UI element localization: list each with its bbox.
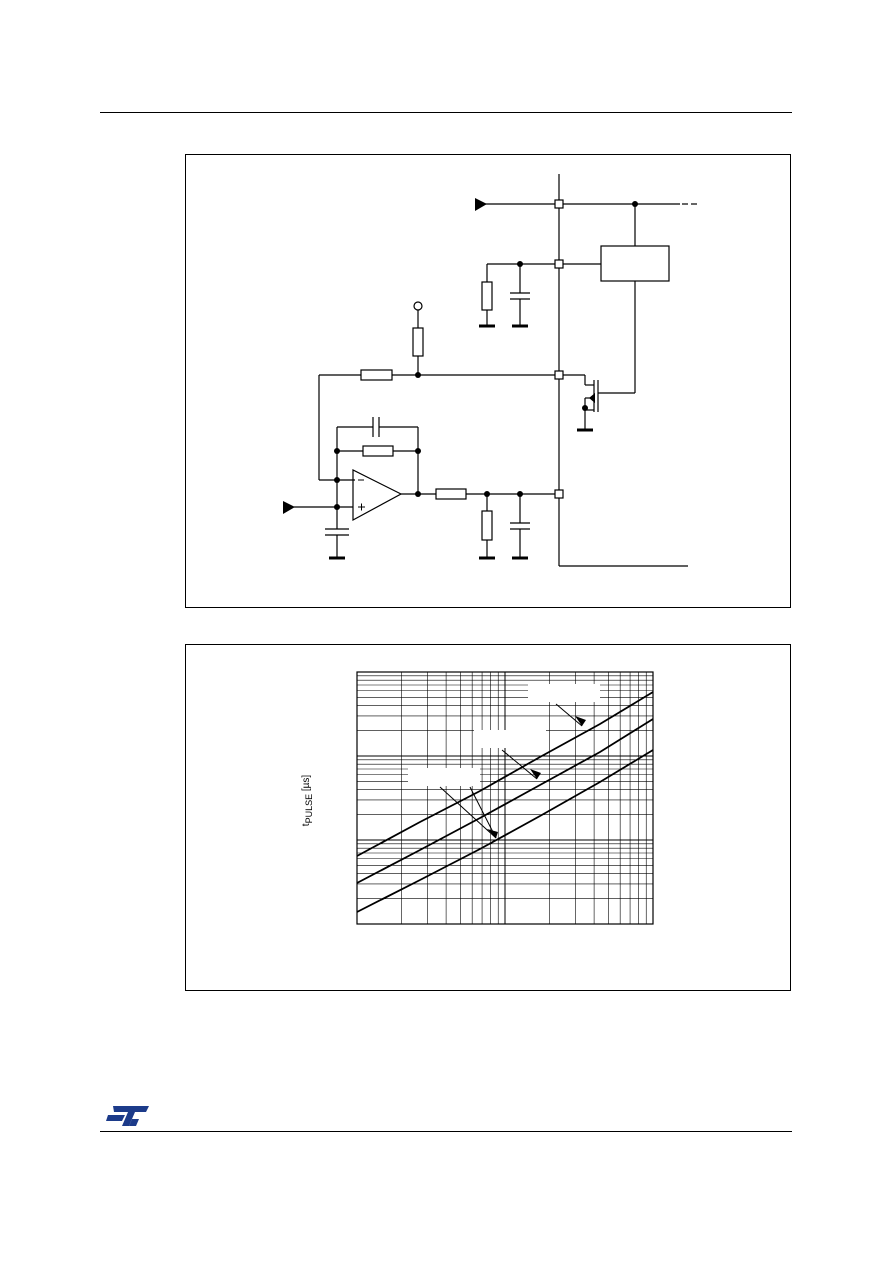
y-axis-unit: [µs] [301,774,313,792]
header-rule [100,112,792,113]
leader-line-1 [555,703,583,727]
curve-3 [356,749,654,913]
footer-rule [100,1131,792,1132]
arrowhead-3 [487,829,498,838]
schematic-frame [185,154,791,608]
y-axis-subscript: PULSE [304,793,315,824]
curve-1 [356,691,654,857]
curve-2 [356,718,654,884]
arrowhead-1 [575,716,586,726]
y-axis-label: tPULSE [µs] [301,775,314,826]
annotation-box-1 [528,684,600,702]
annotation-box-2 [474,730,546,748]
arrowhead-2 [530,769,541,779]
leader-line-4 [469,786,497,839]
annotation-box-3 [408,768,480,786]
st-logo-icon [105,1103,151,1134]
y-axis-symbol: t [301,823,313,827]
leader-line-3 [439,786,497,839]
leader-line-2 [501,749,538,780]
graph-frame [185,644,791,991]
